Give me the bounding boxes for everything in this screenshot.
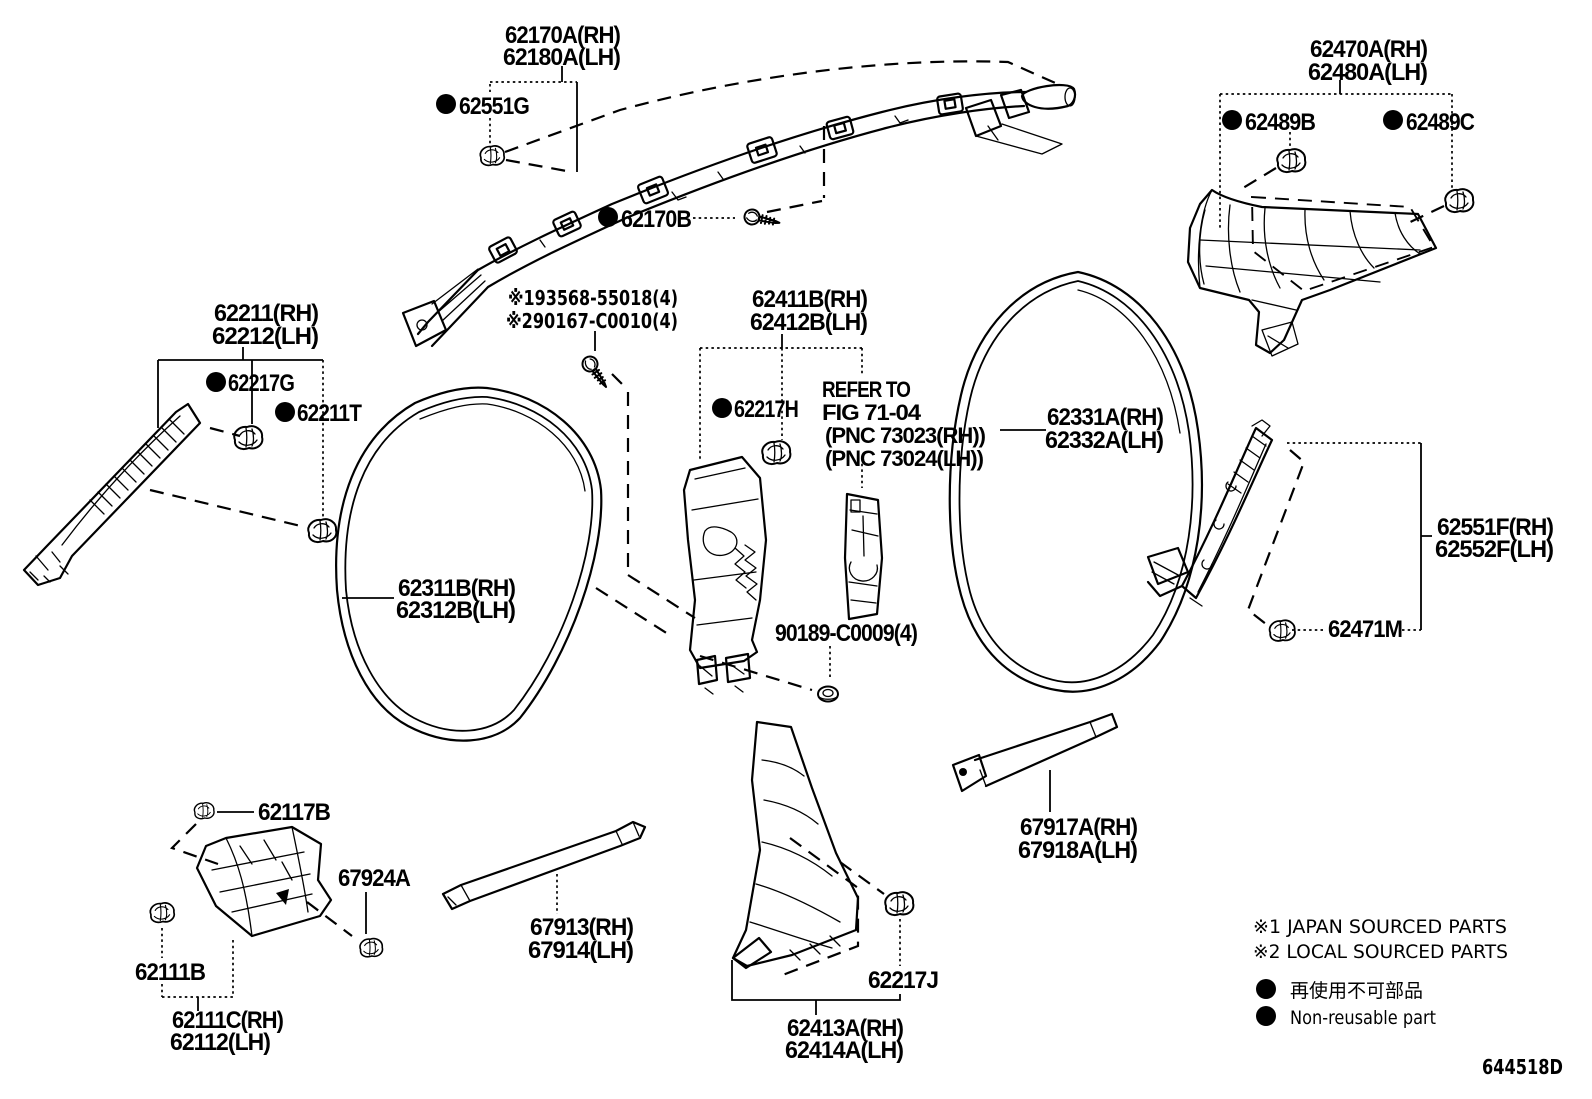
- label-62412b: 62412B(LH): [750, 309, 867, 336]
- grommet-icon: [817, 685, 839, 703]
- label-67924a: 67924A: [338, 865, 411, 892]
- label-62480a: 62480A(LH): [1308, 59, 1427, 86]
- label-62212: 62212(LH): [212, 323, 318, 350]
- label-62311b: 62311B(RH): [398, 575, 515, 602]
- label-62312b: 62312B(LH): [396, 597, 515, 624]
- label-62217j: 62217J: [868, 967, 938, 994]
- b-pillar-upper-garnish-drawing: [682, 455, 768, 695]
- clip-icon: [193, 802, 215, 820]
- clip-icon: [149, 902, 176, 924]
- legend-note-1: ※1 JAPAN SOURCED PARTS: [1253, 916, 1507, 938]
- label-62552f: 62552F(LH): [1435, 536, 1553, 563]
- label-62332a: 62332A(LH): [1045, 427, 1163, 454]
- c-pillar-garnish-drawing: [1186, 188, 1438, 357]
- clip-icon: [359, 937, 384, 958]
- label-67918a: 67918A(LH): [1018, 837, 1137, 864]
- label-62489b: 62489B: [1245, 109, 1316, 136]
- clip-icon: [884, 891, 915, 917]
- cowl-side-trim-drawing: [195, 825, 333, 938]
- label-62489c: 62489C: [1406, 109, 1475, 136]
- label-62180a: 62180A(LH): [503, 44, 620, 71]
- label-62217g: 62217G: [228, 370, 294, 397]
- part-number-labels: 62170A(RH) 62180A(LH) 62551G 62170B 6247…: [135, 22, 1554, 1064]
- label-62111c: 62111C(RH): [172, 1007, 283, 1034]
- front-scuff-plate-drawing: [441, 820, 647, 911]
- label-62111b: 62111B: [135, 959, 206, 986]
- label-62470a: 62470A(RH): [1310, 36, 1427, 63]
- label-62471m: 62471M: [1328, 616, 1402, 643]
- label-screw-local: ※290167-C0010(4): [506, 309, 678, 333]
- legend: ※1 JAPAN SOURCED PARTS ※2 LOCAL SOURCED …: [1253, 916, 1508, 1029]
- non-reusable-dot-icon: [712, 398, 732, 418]
- clip-icon: [233, 425, 264, 451]
- clip-icon: [761, 440, 792, 466]
- rear-scuff-plate-drawing: [951, 712, 1119, 793]
- label-90189: 90189-C0009(4): [775, 620, 917, 647]
- clip-icon: [479, 145, 506, 167]
- figure-code: 644518D: [1482, 1055, 1563, 1079]
- clip-icon: [1276, 148, 1307, 174]
- label-62112: 62112(LH): [170, 1029, 270, 1056]
- clip-icon: [1268, 619, 1296, 642]
- label-62211: 62211(RH): [214, 300, 318, 327]
- non-reusable-dot-icon: [206, 372, 226, 392]
- label-62217h: 62217H: [734, 396, 798, 423]
- clip-icon: [307, 518, 338, 544]
- label-screw-jp: ※193568-55018(4): [508, 286, 678, 310]
- non-reusable-dot-icon: [1256, 1006, 1276, 1026]
- non-reusable-dots: [206, 94, 1403, 422]
- a-pillar-garnish-drawing: [22, 402, 202, 587]
- legend-note-2: ※2 LOCAL SOURCED PARTS: [1253, 941, 1508, 963]
- label-refer-4: (PNC 73024(LH)): [825, 446, 984, 471]
- screw-icon: [578, 352, 614, 393]
- non-reusable-dot-icon: [275, 402, 295, 422]
- b-pillar-lower-garnish-drawing: [731, 720, 860, 970]
- label-refer-3: (PNC 73023(RH)): [825, 423, 986, 448]
- non-reusable-dot-icon: [436, 94, 456, 114]
- label-refer-2: FIG 71-04: [822, 400, 922, 425]
- label-62331a: 62331A(RH): [1047, 404, 1163, 431]
- non-reusable-dot-icon: [1256, 979, 1276, 999]
- front-door-weatherstrip-drawing: [335, 386, 603, 742]
- label-62411b: 62411B(RH): [752, 286, 867, 313]
- legend-non-reusable-jp: 再使用不可部品: [1290, 980, 1423, 1002]
- legend-non-reusable-en: Non-reusable part: [1290, 1007, 1436, 1029]
- curtain-airbag-assembly-drawing: [401, 84, 1077, 348]
- clip-icon: [1444, 188, 1475, 214]
- non-reusable-dot-icon: [598, 207, 618, 227]
- label-62211t: 62211T: [297, 400, 362, 427]
- label-67917a: 67917A(RH): [1020, 814, 1137, 841]
- label-62551f: 62551F(RH): [1437, 514, 1553, 541]
- label-62414a: 62414A(LH): [785, 1037, 903, 1064]
- label-refer-1: REFER TO: [822, 377, 911, 402]
- non-reusable-dot-icon: [1222, 110, 1242, 130]
- label-62117b: 62117B: [258, 799, 331, 826]
- leader-lines-dotted: [161, 81, 1453, 998]
- label-67914: 67914(LH): [528, 937, 633, 964]
- non-reusable-dot-icon: [1383, 110, 1403, 130]
- label-62413a: 62413A(RH): [787, 1015, 903, 1042]
- seat-belt-anchor-plate-drawing: [843, 492, 884, 621]
- label-62551g: 62551G: [459, 93, 529, 120]
- windshield-side-garnish-drawing: [1146, 419, 1274, 607]
- leader-lines-solid: [157, 66, 1432, 1015]
- rear-door-weatherstrip-drawing: [948, 270, 1204, 693]
- label-67913: 67913(RH): [530, 914, 633, 941]
- leader-lines-dashed: [149, 60, 1445, 978]
- label-62170b: 62170B: [621, 206, 692, 233]
- label-62170a: 62170A(RH): [505, 22, 620, 49]
